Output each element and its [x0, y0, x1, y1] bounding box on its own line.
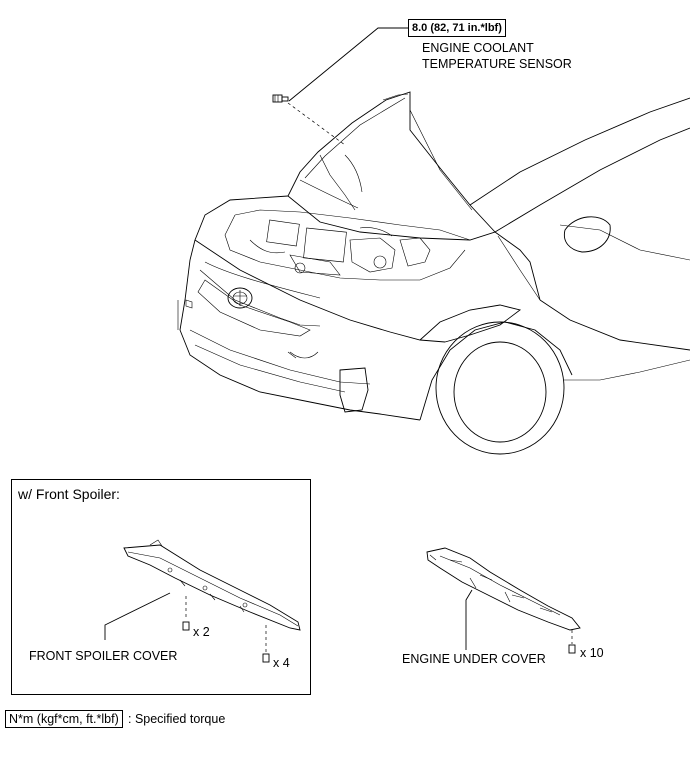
legend-text: : Specified torque: [128, 712, 226, 726]
torque-spec: 8.0 (82, 71 in.*lbf): [408, 19, 506, 37]
sensor-leader-line: [288, 27, 408, 102]
sensor-label-line2: TEMPERATURE SENSOR: [422, 57, 572, 71]
front-spoiler-cover-label: FRONT SPOILER COVER: [29, 649, 178, 663]
sensor-install-line: [287, 102, 346, 146]
bolt-quantity: x 10: [580, 646, 604, 660]
bolt-fastener: [568, 644, 576, 654]
front-spoiler-cover-part: [104, 539, 301, 652]
engine-under-cover-part: [426, 547, 581, 650]
vehicle-front-view: [177, 91, 690, 455]
front-spoiler-inset: [11, 479, 311, 695]
inset-title: w/ Front Spoiler:: [18, 486, 120, 502]
engine-under-cover-label: ENGINE UNDER COVER: [402, 652, 546, 666]
clip-quantity-a: x 2: [193, 625, 210, 639]
coolant-temperature-sensor: [272, 94, 289, 103]
clip-fastener-b: [262, 653, 270, 663]
clip-fastener-a: [182, 621, 190, 631]
clip-quantity-b: x 4: [273, 656, 290, 670]
legend-unit-box: N*m (kgf*cm, ft.*lbf): [5, 710, 123, 728]
sensor-label-line1: ENGINE COOLANT: [422, 41, 534, 55]
